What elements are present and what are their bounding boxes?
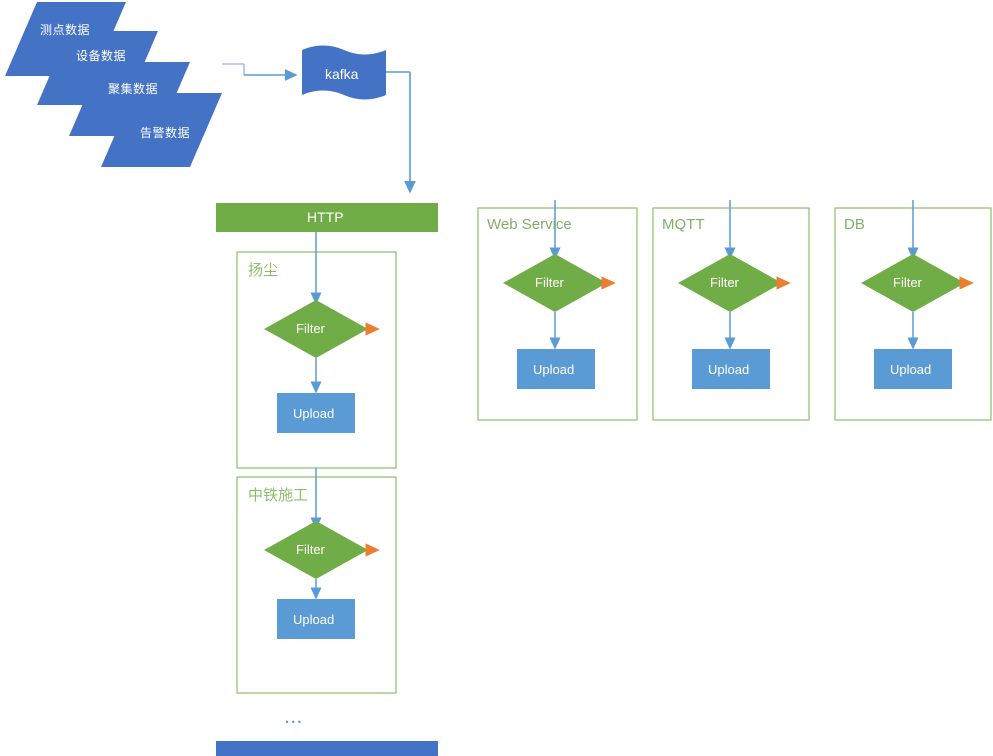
source-parallelogram-1 — [5, 2, 126, 76]
panel-mqtt-filter-diamond[interactable] — [678, 254, 782, 312]
connector-sources-to-kafka — [222, 63, 298, 81]
connector-kafka-to-http — [386, 71, 416, 194]
http-group-2-upload-box[interactable] — [277, 599, 355, 639]
panel-web-service-upload-box[interactable] — [517, 349, 595, 389]
panel-db-filter-diamond[interactable] — [861, 254, 965, 312]
kafka-node[interactable] — [302, 45, 386, 100]
bottom-bar[interactable] — [216, 741, 438, 756]
panel-mqtt-upload-box[interactable] — [692, 349, 770, 389]
panel-db-upload-box[interactable] — [874, 349, 952, 389]
http-group-1-filter-diamond[interactable] — [264, 300, 368, 358]
http-group-2-filter-diamond[interactable] — [264, 521, 368, 579]
http-bar[interactable] — [216, 203, 438, 232]
http-group-1-upload-box[interactable] — [277, 393, 355, 433]
panel-web-service-filter-diamond[interactable] — [503, 254, 607, 312]
